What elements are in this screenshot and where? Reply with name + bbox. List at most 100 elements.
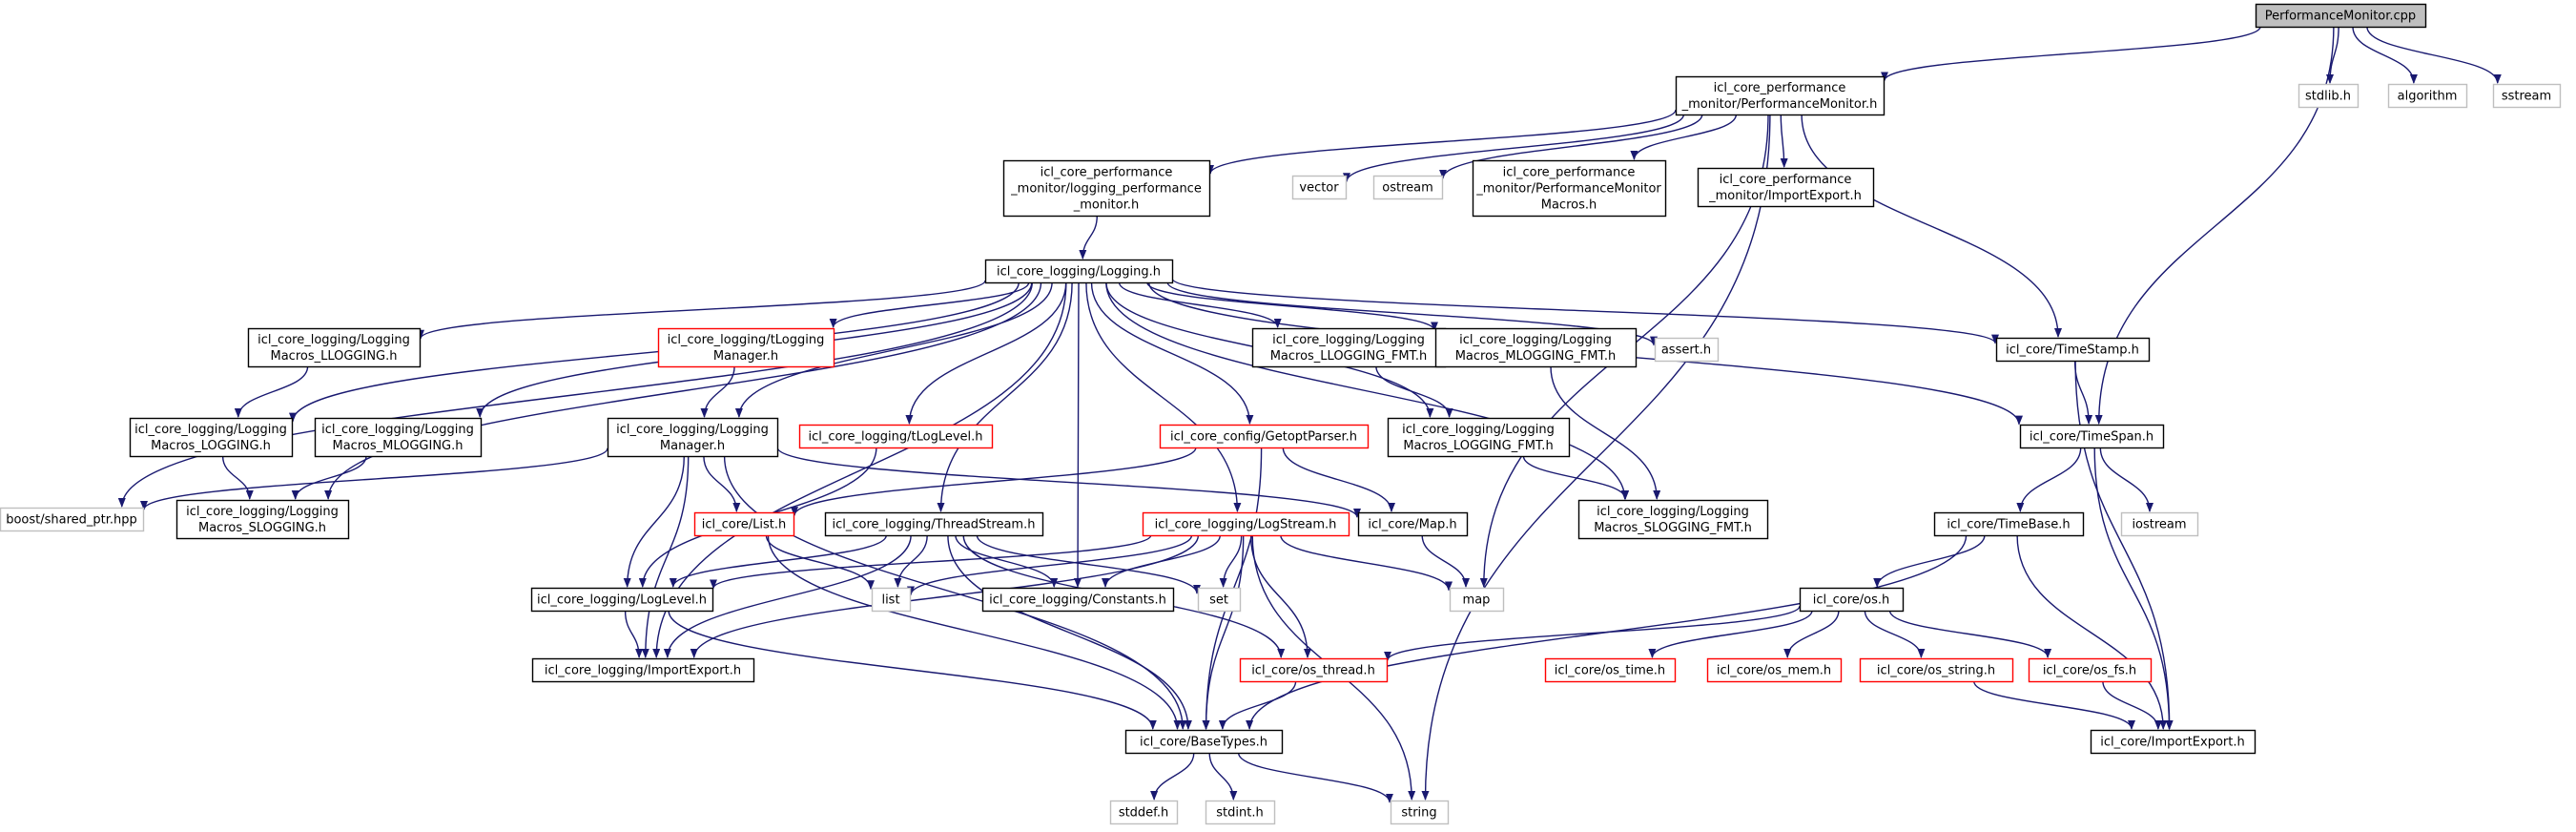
node-lpm_h[interactable]: icl_core_performance_monitor/logging_per… — [1002, 159, 1211, 218]
edge-timespan_h-to-timebase_h — [2016, 447, 2082, 512]
edge-osfs_h-to-cie_h — [2102, 680, 2162, 730]
node-sloggingfmt_h[interactable]: icl_core_logging/LoggingMacros_SLOGGING_… — [1577, 499, 1769, 540]
node-map_h[interactable]: icl_core/Map.h — [1357, 511, 1469, 537]
node-ostime_h[interactable]: icl_core/os_time.h — [1544, 657, 1677, 683]
node-llogging_h[interactable]: icl_core_logging/LoggingMacros_LLOGGING.… — [247, 327, 422, 368]
node-label-timebase_h-0: icl_core/TimeBase.h — [1947, 518, 2070, 532]
node-box-osthread_h — [1239, 657, 1389, 683]
node-stddef[interactable]: stddef.h — [1109, 800, 1179, 825]
edge-os_h-to-osstring_h — [1864, 610, 1926, 658]
node-label-sloggingfmt_h-0: icl_core_logging/Logging — [1597, 505, 1749, 519]
node-label-boost-0: boost/shared_ptr.hpp — [6, 513, 137, 528]
node-box-algorithm — [2387, 83, 2468, 109]
node-box-tloglevel_h — [798, 424, 994, 449]
node-label-osthread_h-0: icl_core/os_thread.h — [1251, 664, 1375, 678]
node-label-logging_h-0: icl_core_logging/Logging.h — [997, 265, 1161, 280]
node-loggingfmt_h[interactable]: icl_core_logging/LoggingMacros_LOGGING_F… — [1387, 417, 1571, 458]
node-stdint[interactable]: stdint.h — [1205, 800, 1276, 825]
node-box-timestamp_h — [1995, 337, 2151, 363]
node-label-mlogging_h-0: icl_core_logging/Logging — [321, 423, 474, 437]
node-label-lloggingfmt_h-0: icl_core_logging/Logging — [1272, 333, 1425, 347]
node-timebase_h[interactable]: icl_core/TimeBase.h — [1933, 511, 2085, 537]
node-root[interactable]: PerformanceMonitor.cpp — [2255, 3, 2427, 29]
node-constants_h[interactable]: icl_core_logging/Constants.h — [981, 587, 1175, 613]
node-box-logmgr_h — [607, 417, 779, 458]
node-pmm_h[interactable]: icl_core_performance_monitor/Performance… — [1472, 159, 1667, 218]
node-osfs_h[interactable]: icl_core/os_fs.h — [2028, 657, 2153, 683]
node-box-stdlib — [2298, 83, 2360, 109]
node-label-lpm_h-1: _monitor/logging_performance — [1010, 182, 1202, 197]
node-string[interactable]: string — [1390, 800, 1450, 825]
node-label-root-0: PerformanceMonitor.cpp — [2265, 10, 2416, 24]
edge-os_h-to-osfs_h — [1888, 610, 2052, 658]
node-list[interactable]: list — [871, 587, 912, 613]
node-box-pie_h — [1697, 167, 1875, 208]
node-basetypes_h[interactable]: icl_core/BaseTypes.h — [1124, 729, 1284, 755]
node-set[interactable]: set — [1197, 587, 1242, 613]
edge-logging_h-to-threadstream_h — [937, 281, 1073, 512]
node-logging_h[interactable]: icl_core_logging/Logging.h — [984, 259, 1174, 284]
edge-root-to-pm_h — [1881, 26, 2261, 82]
node-map[interactable]: map — [1449, 587, 1505, 613]
node-box-loglevel_h — [530, 587, 714, 613]
node-getopt_h[interactable]: icl_core_config/GetoptParser.h — [1159, 424, 1370, 449]
node-cie_h[interactable]: icl_core/ImportExport.h — [2090, 729, 2257, 755]
node-timespan_h[interactable]: icl_core/TimeSpan.h — [2019, 424, 2165, 449]
node-lloggingfmt_h[interactable]: icl_core_logging/LoggingMacros_LLOGGING_… — [1251, 327, 1447, 368]
node-label-tloglevel_h-0: icl_core_logging/tLogLevel.h — [808, 430, 982, 445]
edge-logmgr_h-to-boost — [140, 447, 608, 510]
edge-loggingfmt_h-to-sloggingfmt_h — [1522, 455, 1630, 500]
edge-mlogging_h-to-slogging_h — [291, 455, 367, 500]
node-stdlib[interactable]: stdlib.h — [2298, 83, 2360, 109]
node-boost[interactable]: boost/shared_ptr.hpp — [0, 507, 145, 532]
node-tloglevel_h[interactable]: icl_core_logging/tLogLevel.h — [798, 424, 994, 449]
node-mloggingfmt_h[interactable]: icl_core_logging/LoggingMacros_MLOGGING_… — [1434, 327, 1638, 368]
node-vector[interactable]: vector — [1291, 175, 1348, 200]
node-logstream_h[interactable]: icl_core_logging/LogStream.h — [1142, 511, 1350, 537]
node-label-sstream-0: sstream — [2502, 90, 2551, 104]
edge-getopt_h-to-map_h — [1282, 447, 1395, 512]
node-osthread_h[interactable]: icl_core/os_thread.h — [1239, 657, 1389, 683]
node-box-boost — [0, 507, 145, 532]
node-box-string — [1390, 800, 1450, 825]
node-threadstream_h[interactable]: icl_core_logging/ThreadStream.h — [824, 511, 1044, 537]
node-box-ostime_h — [1544, 657, 1677, 683]
edge-pm_h-to-string — [1421, 114, 1771, 801]
edge-getopt_h-to-list_h — [791, 447, 1197, 517]
node-label-timespan_h-0: icl_core/TimeSpan.h — [2030, 430, 2154, 445]
node-algorithm[interactable]: algorithm — [2387, 83, 2468, 109]
node-pm_h[interactable]: icl_core_performance_monitor/Performance… — [1675, 75, 1886, 116]
node-sstream[interactable]: sstream — [2492, 83, 2562, 109]
node-os_h[interactable]: icl_core/os.h — [1799, 587, 1905, 613]
node-slogging_h[interactable]: icl_core_logging/LoggingMacros_SLOGGING.… — [175, 499, 350, 540]
node-label-stddef-0: stddef.h — [1119, 806, 1168, 821]
edge-logging_h-to-getopt_h — [1090, 281, 1254, 425]
edge-logging_h-to-timestamp_h — [1171, 278, 1999, 344]
node-label-lpm_h-2: _monitor.h — [1073, 198, 1140, 213]
node-box-sloggingfmt_h — [1577, 499, 1769, 540]
node-assert_h[interactable]: assert.h — [1654, 337, 1720, 363]
node-iostream[interactable]: iostream — [2120, 511, 2199, 537]
node-timestamp_h[interactable]: icl_core/TimeStamp.h — [1995, 337, 2151, 363]
node-list_h[interactable]: icl_core/List.h — [693, 511, 795, 537]
node-mlogging_h[interactable]: icl_core_logging/LoggingMacros_MLOGGING.… — [314, 417, 483, 458]
node-label-pie_h-1: _monitor/ImportExport.h — [1708, 189, 1862, 203]
node-box-assert_h — [1654, 337, 1720, 363]
node-loglevel_h[interactable]: icl_core_logging/LogLevel.h — [530, 587, 714, 613]
node-osstring_h[interactable]: icl_core/os_string.h — [1859, 657, 2014, 683]
node-lie_h[interactable]: icl_core_logging/ImportExport.h — [531, 657, 755, 683]
edge-threadstream_h-to-constants_h — [955, 534, 1059, 588]
node-pie_h[interactable]: icl_core_performance_monitor/ImportExpor… — [1697, 167, 1875, 208]
edge-osstring_h-to-cie_h — [1973, 680, 2135, 730]
edge-logging_h-to-logmgr_h — [734, 281, 1053, 418]
edge-logging_h-to-tloglevel_h — [905, 281, 1067, 425]
edge-list_h-to-list — [765, 534, 875, 591]
node-label-list-0: list — [881, 593, 899, 608]
node-osmem_h[interactable]: icl_core/os_mem.h — [1706, 657, 1843, 683]
node-box-timespan_h — [2019, 424, 2165, 449]
node-label-pmm_h-2: Macros.h — [1541, 198, 1597, 213]
node-ostream[interactable]: ostream — [1372, 175, 1444, 200]
